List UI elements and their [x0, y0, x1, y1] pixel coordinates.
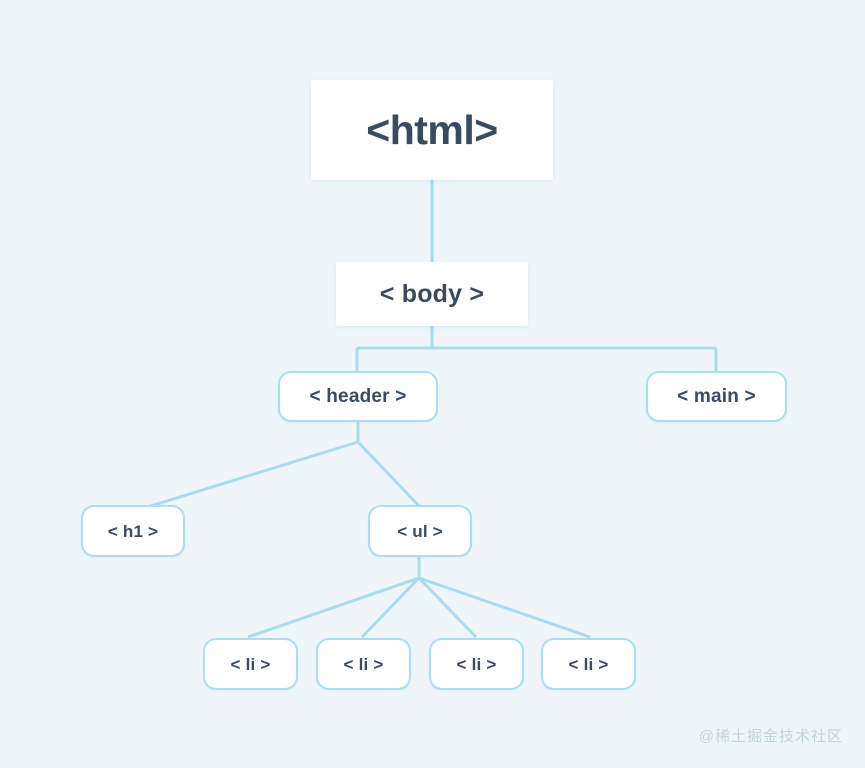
watermark: @稀土掘金技术社区	[698, 728, 843, 745]
node-li-4-label: < li >	[568, 654, 609, 674]
edge-ul-li-1	[360, 576, 421, 639]
node-header[interactable]: < header >	[278, 371, 438, 422]
edge-header-h1	[143, 440, 359, 510]
node-h1-label: < h1 >	[107, 521, 159, 541]
node-li-2[interactable]: < li >	[316, 638, 411, 690]
edge-ul-li-2	[417, 576, 478, 639]
node-header-label: < header >	[309, 386, 407, 407]
edge-header-ul	[356, 440, 423, 510]
node-li-3-label: < li >	[456, 654, 497, 674]
node-ul-label: < ul >	[397, 521, 443, 541]
node-li-1[interactable]: < li >	[203, 638, 298, 690]
node-main-label: < main >	[677, 386, 756, 407]
node-li-3[interactable]: < li >	[429, 638, 524, 690]
edge-ul-li-3	[418, 576, 591, 639]
node-h1[interactable]: < h1 >	[81, 505, 185, 557]
node-ul[interactable]: < ul >	[368, 505, 472, 557]
node-body-label: < body >	[379, 279, 485, 308]
node-html-label: <html>	[366, 106, 498, 153]
node-html[interactable]: <html>	[311, 80, 553, 180]
node-li-2-label: < li >	[343, 654, 384, 674]
edge-ul-li-0	[247, 576, 420, 639]
node-li-1-label: < li >	[230, 654, 271, 674]
node-main[interactable]: < main >	[646, 371, 787, 422]
node-li-4[interactable]: < li >	[541, 638, 636, 690]
node-body[interactable]: < body >	[336, 262, 528, 326]
